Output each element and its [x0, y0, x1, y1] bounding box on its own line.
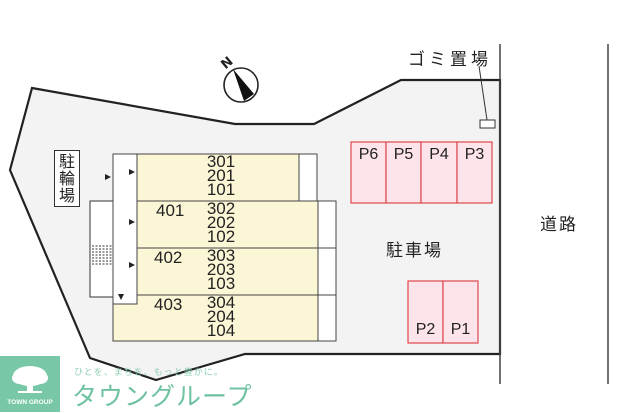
unit-number: 303: [206, 246, 236, 265]
corridor: [112, 153, 138, 305]
parking-space-label: P5: [393, 146, 414, 163]
entry-arrow-icon: [118, 294, 124, 300]
unit-stack-2: 302 202 102: [196, 199, 246, 246]
unit-number: 204: [206, 307, 236, 326]
balcony-1: [298, 153, 318, 202]
logo-brand-name: タウングループ: [72, 382, 253, 411]
parking-space-label: P4: [429, 146, 449, 163]
unit-number: 201: [206, 166, 236, 185]
bicycle-char: 駐: [58, 152, 75, 171]
entry-arrow-icon: [129, 169, 135, 175]
unit-number: 101: [206, 180, 236, 199]
logo-box-text: TOWN GROUP: [7, 399, 53, 406]
unit-stack-4: 304 204 104: [196, 293, 246, 340]
unit-row-4: [112, 294, 319, 342]
unit-number-4f: 402: [154, 248, 183, 267]
parking-space-label: P2: [415, 321, 436, 338]
parking-space-label: P6: [358, 146, 379, 163]
garbage-leader-line: [478, 65, 488, 121]
unit-number: 102: [206, 227, 236, 246]
unit-number: 302: [206, 199, 236, 218]
unit-number-4f: 401: [156, 201, 185, 220]
town-group-logo: TOWN GROUP: [0, 356, 60, 412]
unit-number: 104: [206, 321, 236, 340]
entry-arrow-icon: [129, 262, 135, 268]
unit-number: 203: [206, 260, 236, 279]
balcony-3: [317, 247, 337, 296]
balcony-2: [317, 200, 337, 249]
unit-number: 202: [206, 213, 236, 232]
bicycle-parking-label: 駐 輪 場: [54, 150, 80, 207]
unit-number: 103: [206, 274, 236, 293]
parking-bottom-row: [407, 280, 479, 344]
entry-arrow-icon: [105, 174, 111, 180]
logo-tagline: ひとを、まちを、もっと豊かに。: [74, 368, 224, 378]
road-label: 道路: [540, 215, 578, 235]
unit-number: 304: [206, 293, 236, 312]
bicycle-char: 場: [58, 186, 75, 205]
unit-number-4f: 403: [154, 295, 183, 314]
bicycle-char: 輪: [58, 169, 75, 188]
parking-space-label: P1: [450, 321, 471, 338]
unit-stack-3: 303 203 103: [196, 246, 246, 293]
tree-icon: [12, 366, 48, 393]
north-arrow-icon: [223, 67, 259, 103]
unit-number: 301: [206, 152, 236, 171]
parking-space-label: P3: [464, 146, 485, 163]
unit-stack-1: 301 201 101: [196, 152, 246, 199]
parking-top-row: [350, 141, 493, 204]
balcony-4: [317, 294, 337, 342]
parking-lot-label: 駐車場: [386, 241, 443, 261]
entry-arrow-icon: [129, 219, 135, 225]
garbage-area: [479, 119, 496, 129]
garbage-label: ゴミ置場: [408, 50, 492, 70]
